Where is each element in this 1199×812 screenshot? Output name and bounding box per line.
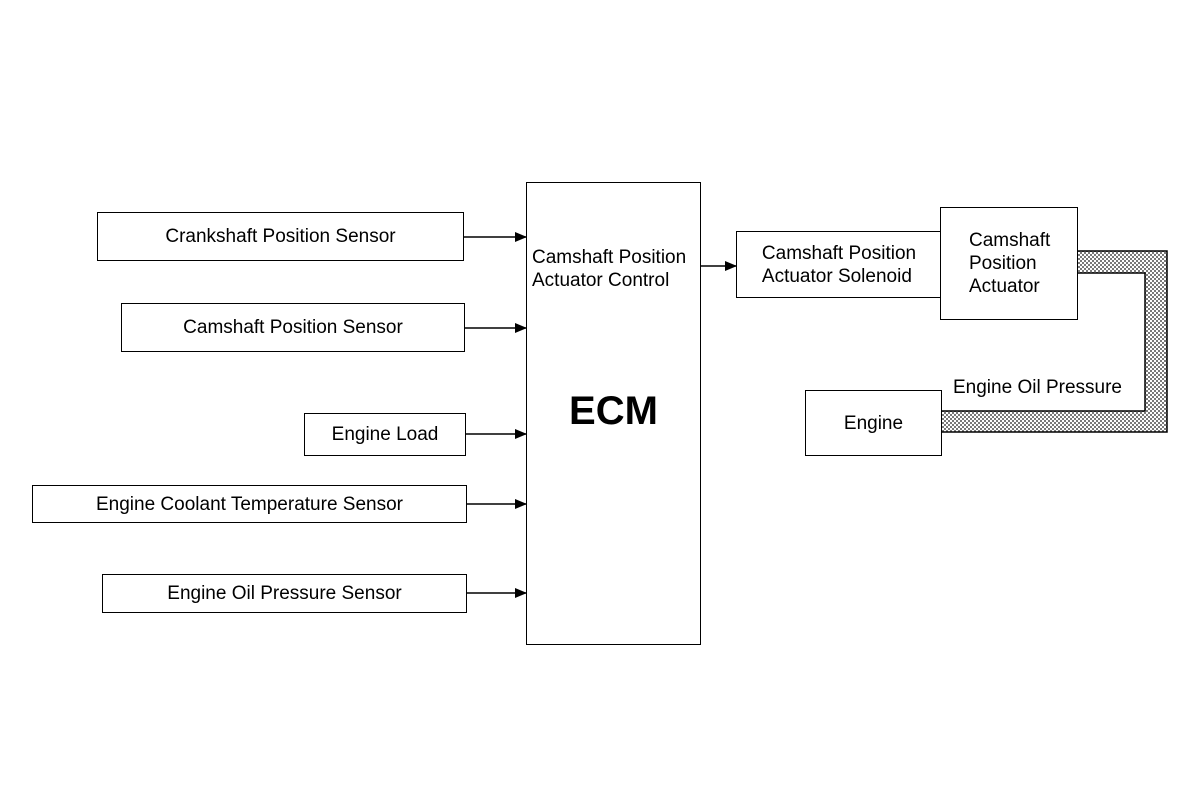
engine-oil-pressure-label: Engine Oil Pressure	[953, 377, 1122, 398]
engine-load-box: Engine Load	[304, 413, 466, 456]
engine-oil-pressure-sensor-label: Engine Oil Pressure Sensor	[167, 583, 402, 604]
engine-coolant-temperature-sensor-label: Engine Coolant Temperature Sensor	[95, 493, 403, 515]
camshaft-position-actuator-box: Camshaft Position Actuator	[940, 207, 1078, 320]
engine-label: Engine	[843, 412, 904, 434]
ecm-title: ECM	[569, 389, 658, 433]
ecm-control-label: Camshaft Position Actuator Control	[532, 247, 687, 291]
crankshaft-position-sensor-box: Crankshaft Position Sensor	[97, 212, 464, 261]
camshaft-position-sensor-box: Camshaft Position Sensor	[121, 303, 465, 352]
crankshaft-position-sensor-label: Crankshaft Position Sensor	[165, 226, 396, 247]
engine-load-label: Engine Load	[331, 424, 439, 445]
camshaft-position-sensor-label: Camshaft Position Sensor	[183, 317, 403, 338]
actuator-label: Camshaft Position Actuator	[969, 230, 1051, 297]
engine-oil-pressure-sensor-box: Engine Oil Pressure Sensor	[102, 574, 467, 613]
solenoid-label: Camshaft Position Actuator Solenoid	[761, 242, 917, 287]
engine-box: Engine	[805, 390, 942, 456]
ecm-box	[526, 182, 701, 645]
engine-coolant-temperature-sensor-box: Engine Coolant Temperature Sensor	[32, 485, 467, 523]
camshaft-position-actuator-solenoid-box: Camshaft Position Actuator Solenoid	[736, 231, 942, 298]
